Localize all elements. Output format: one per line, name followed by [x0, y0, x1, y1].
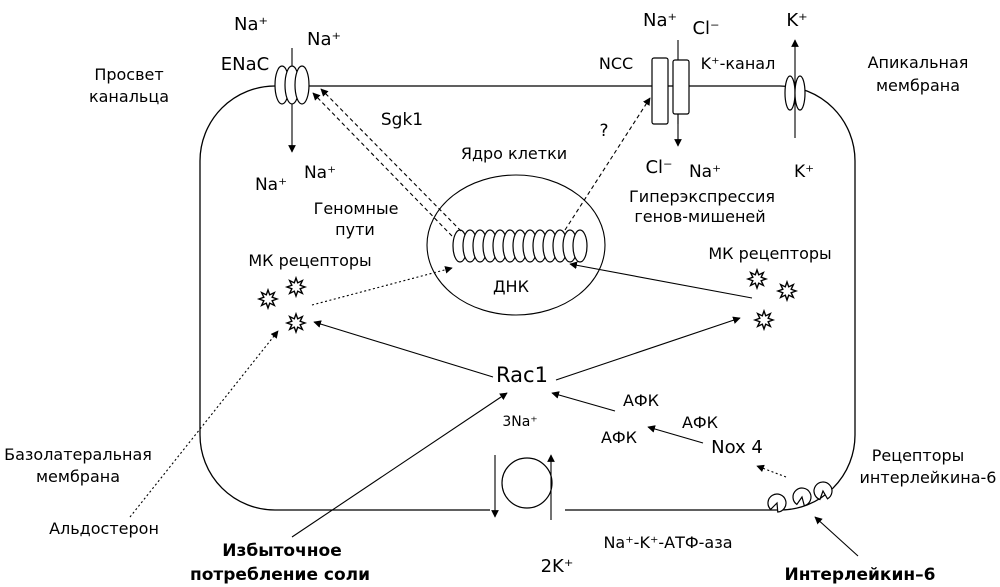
dna-to-ncc-arrow	[564, 97, 651, 231]
il6-receptors-label: Рецепторы	[872, 446, 965, 465]
il6-to-receptor-arrow	[814, 516, 859, 557]
ros-label: АФК	[682, 413, 719, 432]
sgk1-pathway-arrow	[320, 88, 462, 232]
il6-receptor-icon	[767, 493, 787, 513]
right-mr-receptors	[745, 267, 799, 332]
il6-receptor-icon	[792, 487, 812, 507]
enac-na-bottom-label: Na⁺	[304, 163, 336, 183]
il6-receptors	[767, 481, 833, 513]
unknown-pathway-label: ?	[599, 121, 608, 141]
ncc-label: NCC	[599, 54, 633, 73]
left-mr-receptors	[256, 275, 308, 335]
mr-receptor-icon	[745, 267, 769, 291]
mr-receptor-icon	[284, 311, 308, 335]
lumen-label: канальца	[89, 87, 169, 106]
enac-channel	[274, 65, 310, 105]
ncc-cl-bottom-label: Cl⁻	[645, 157, 672, 178]
enac-na-top-label: Na⁺	[234, 14, 268, 35]
dna-label: ДНК	[493, 277, 530, 296]
excess-salt-label: потребление соли	[190, 565, 370, 585]
rac1-label: Rac1	[496, 363, 548, 387]
atpase-k-label: 2K⁺	[541, 556, 574, 577]
mr-receptor-icon	[752, 308, 776, 332]
ncc-subunit-left	[651, 57, 669, 125]
right-mr-to-dna-arrow	[569, 261, 753, 299]
atpase-na-label: 3Na⁺	[502, 414, 537, 430]
k-channel-subunit	[794, 75, 806, 111]
nucleus	[426, 174, 606, 316]
left-mr-label: МК рецепторы	[248, 251, 371, 270]
apical-membrane-label: мембрана	[876, 76, 960, 95]
mr-receptor-icon	[775, 279, 799, 303]
ncc-cotransporter	[651, 57, 690, 125]
aldosterone-label: Альдостерон	[49, 519, 159, 538]
k-channel-label: K⁺-канал	[701, 54, 776, 73]
enac-na-top-label: Na⁺	[307, 29, 341, 50]
nucleus-label: Ядро клетки	[461, 144, 567, 163]
nox4-label: Nox 4	[711, 437, 763, 458]
mr-receptor-icon	[284, 275, 308, 299]
lumen-label: Просвет	[94, 65, 163, 84]
ncc-cl-top-label: Cl⁻	[692, 18, 719, 39]
il6-receptor-icon	[813, 481, 833, 501]
overexpression-label: генов-мишеней	[634, 207, 765, 226]
ros-label: АФК	[623, 391, 660, 410]
k-channel	[784, 75, 806, 111]
enac-subunit	[294, 65, 310, 105]
genomic-pathways-label: пути	[335, 220, 375, 239]
nox4-to-ros-arrow	[647, 425, 704, 444]
right-mr-label: МК рецепторы	[708, 244, 831, 263]
ncc-na-top-label: Na⁺	[643, 10, 677, 31]
k-top-label: K⁺	[786, 10, 807, 31]
genomic-pathways-label: Геномные	[314, 199, 399, 218]
dna-coil	[452, 229, 588, 263]
basolateral-membrane-label: Базолатеральная	[4, 445, 152, 464]
na-k-atpase-pump	[501, 457, 553, 509]
il6-receptors-label: интерлейкина-6	[860, 468, 997, 487]
enac-label: ENaC	[221, 54, 269, 75]
il6r-to-nox4-arrow	[756, 464, 787, 478]
salt-to-rac1-arrow	[291, 392, 508, 538]
overexpression-label: Гиперэкспрессия	[629, 187, 775, 206]
aldosterone-to-mr-arrow	[129, 330, 279, 518]
rac1-to-left-mr-arrow	[313, 320, 494, 378]
mr-receptor-icon	[256, 287, 280, 311]
na-k-atpase-label: Na⁺-K⁺-АТФ-аза	[603, 533, 732, 552]
cell-membrane	[199, 85, 856, 511]
interleukin6-label: Интерлейкин–6	[785, 565, 936, 585]
ncc-na-bottom-label: Na⁺	[689, 162, 721, 182]
basolateral-membrane-label: мембрана	[36, 467, 120, 486]
k-bottom-label: K⁺	[794, 162, 814, 182]
ros-to-rac1-arrow	[551, 391, 616, 412]
sgk1-label: Sgk1	[381, 110, 423, 130]
enac-na-bottom-label: Na⁺	[255, 175, 287, 195]
dna-coil-turn	[572, 229, 588, 263]
ros-label: АФК	[601, 428, 638, 447]
ncc-subunit-right	[672, 59, 690, 115]
sgk1-pathway-arrow	[312, 92, 453, 237]
left-mr-to-dna-arrow	[311, 266, 453, 306]
apical-membrane-label: Апикальная	[868, 53, 969, 72]
excess-salt-label: Избыточное	[222, 541, 342, 561]
k-channel-subunit	[784, 75, 796, 111]
rac1-to-right-mr-arrow	[555, 316, 741, 381]
